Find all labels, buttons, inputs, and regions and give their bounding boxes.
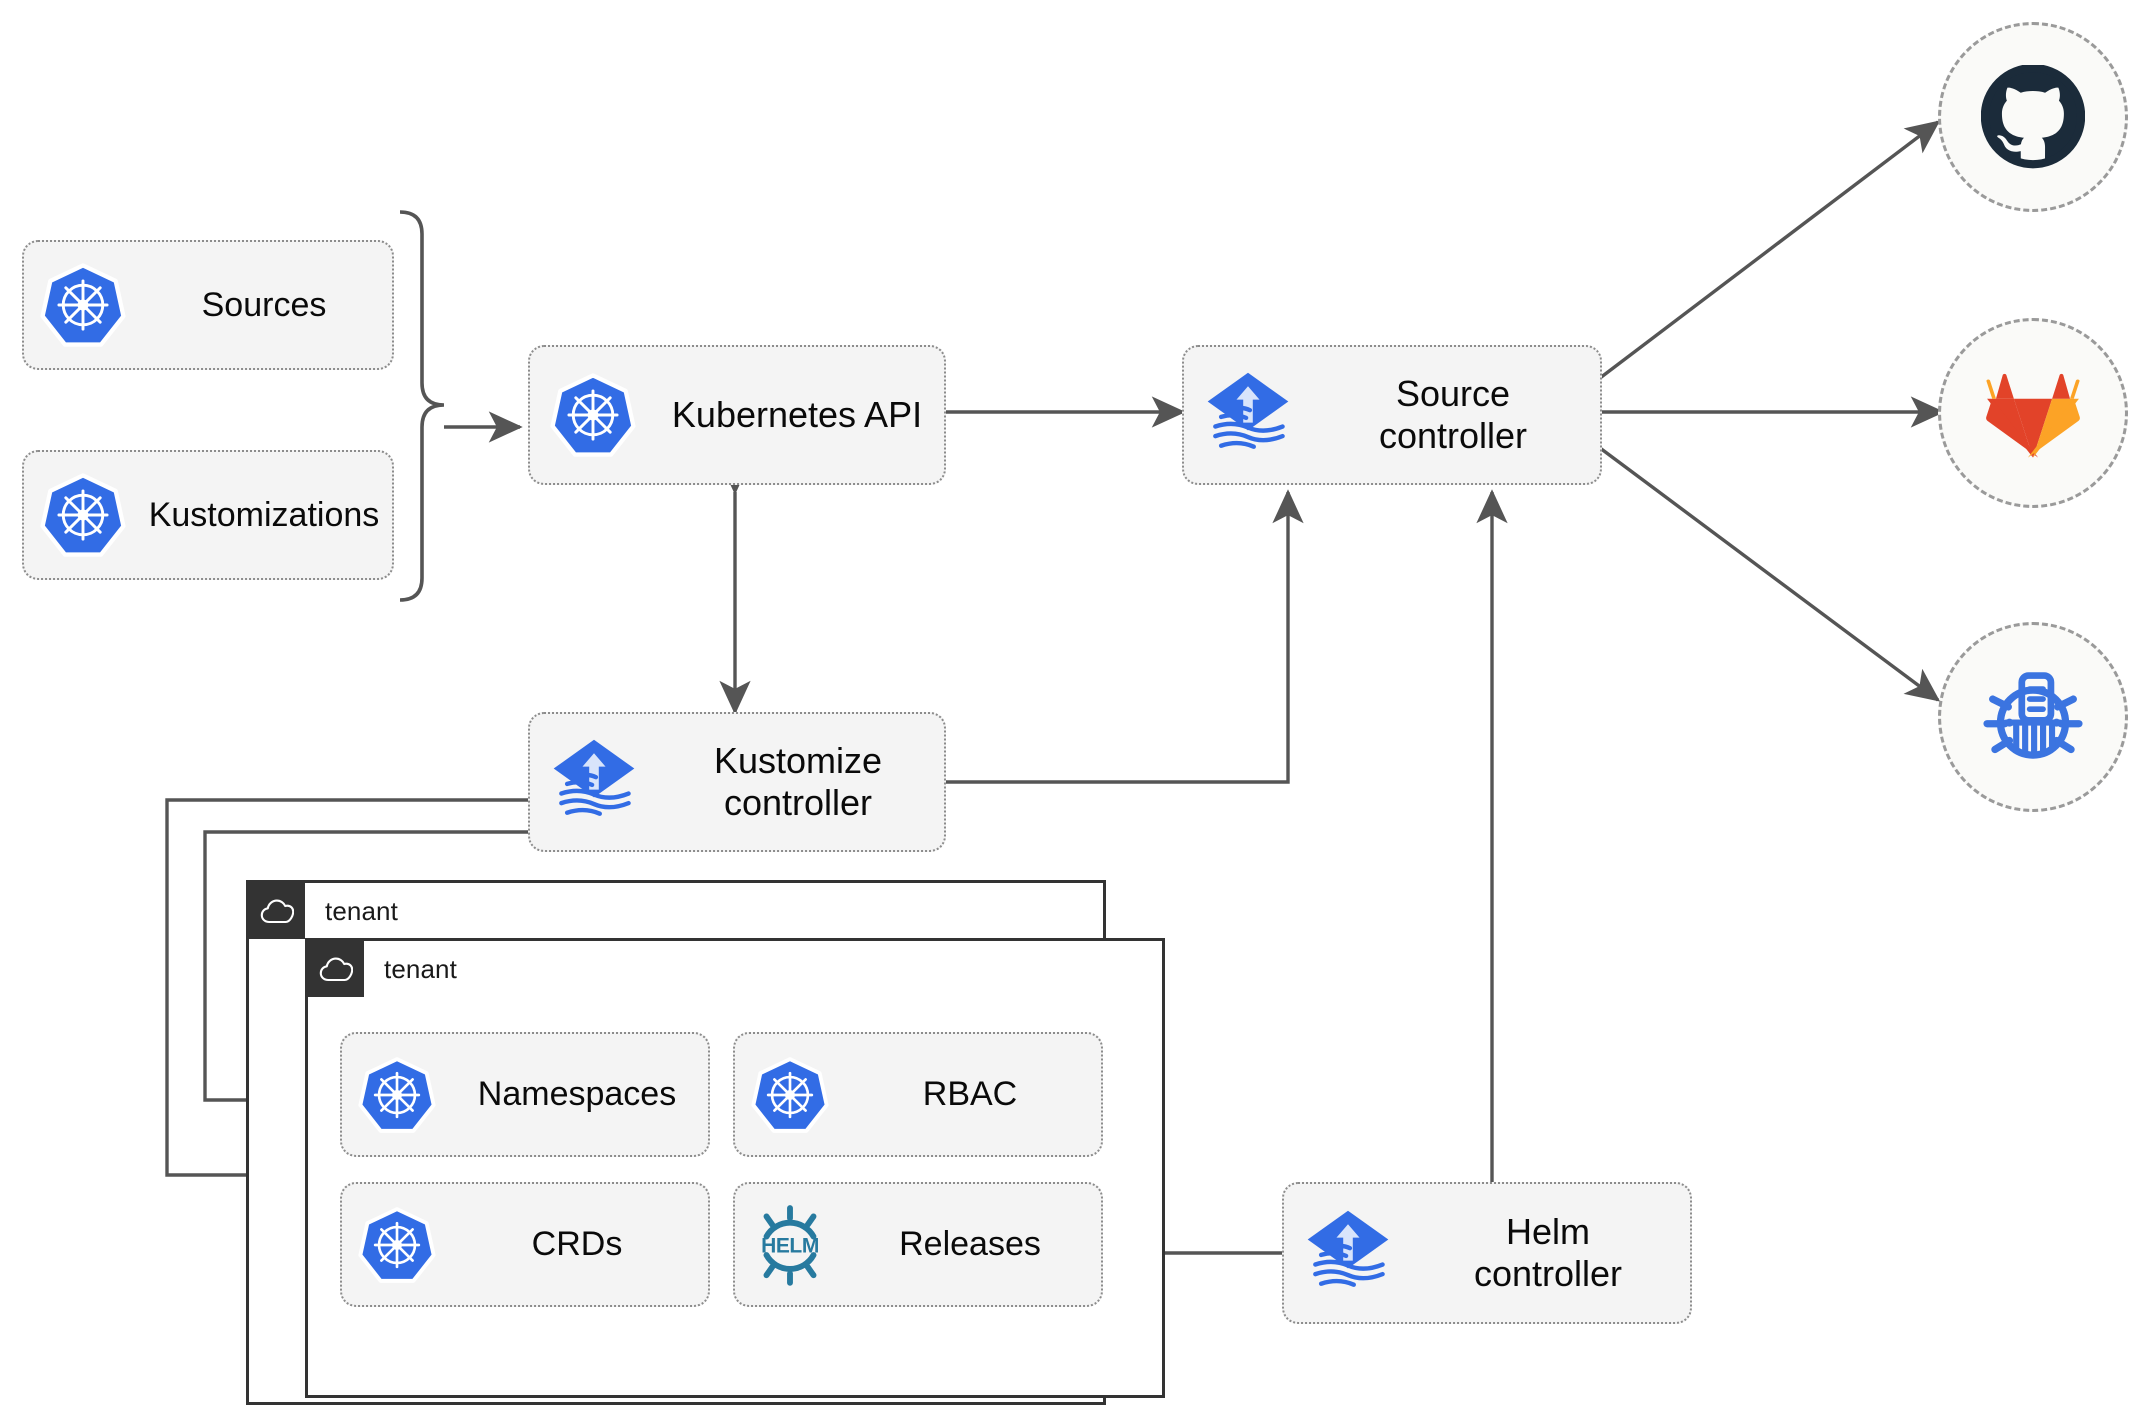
node-kubernetes-api-label: Kubernetes API — [671, 393, 923, 435]
kubernetes-icon — [735, 1056, 845, 1134]
flux-icon — [1184, 367, 1312, 463]
tenant-header-front: tenant — [308, 941, 457, 997]
flux-icon — [1284, 1205, 1412, 1301]
flux-icon — [530, 734, 658, 830]
kubernetes-icon — [342, 1206, 452, 1284]
edge-source-github — [1598, 120, 1941, 380]
node-rbac[interactable]: RBAC — [733, 1032, 1103, 1157]
tenant-header-back: tenant — [249, 883, 398, 939]
node-kubernetes-api[interactable]: Kubernetes API — [528, 345, 946, 485]
tenant-container-front: tenant — [305, 938, 1165, 1398]
provider-gitlab[interactable] — [1938, 318, 2128, 508]
node-helm-controller[interactable]: Helm controller — [1282, 1182, 1692, 1324]
node-sources[interactable]: Sources — [22, 240, 394, 370]
provider-bucket[interactable] — [1938, 622, 2128, 812]
cloud-icon — [249, 883, 305, 939]
node-crds[interactable]: CRDs — [340, 1182, 710, 1307]
node-namespaces[interactable]: Namespaces — [340, 1032, 710, 1157]
kubernetes-icon — [342, 1056, 452, 1134]
kubernetes-icon — [24, 262, 142, 348]
node-crds-label: CRDs — [531, 1225, 623, 1264]
helm-icon: HELM — [735, 1203, 845, 1287]
kubernetes-icon — [530, 372, 656, 458]
node-kustomize-controller[interactable]: Kustomize controller — [528, 712, 946, 852]
tenant-label-back: tenant — [325, 895, 398, 926]
node-sources-label: Sources — [201, 285, 327, 324]
gitlab-icon — [1986, 373, 2080, 458]
node-helm-controller-label: Helm controller — [1473, 1210, 1623, 1294]
bucket-icon — [1983, 672, 2083, 759]
edge-source-bucket — [1598, 446, 1941, 702]
node-releases-label: Releases — [899, 1225, 1041, 1264]
node-kustomizations[interactable]: Kustomizations — [22, 450, 394, 580]
node-namespaces-label: Namespaces — [477, 1075, 677, 1114]
node-rbac-label: RBAC — [922, 1075, 1018, 1114]
node-source-controller[interactable]: Source controller — [1182, 345, 1602, 485]
group-bracket — [399, 210, 445, 602]
provider-github[interactable] — [1938, 22, 2128, 212]
node-releases[interactable]: HELM Releases — [733, 1182, 1103, 1307]
tenant-label-front: tenant — [384, 953, 457, 984]
edge-kustomize-source — [945, 489, 1304, 784]
kubernetes-icon — [24, 472, 142, 558]
node-kustomizations-label: Kustomizations — [148, 495, 380, 534]
cloud-icon — [308, 941, 364, 997]
node-kustomize-controller-label: Kustomize controller — [713, 739, 883, 823]
github-icon — [1981, 65, 2085, 169]
node-source-controller-label: Source controller — [1378, 372, 1528, 456]
svg-text:HELM: HELM — [761, 1234, 819, 1257]
